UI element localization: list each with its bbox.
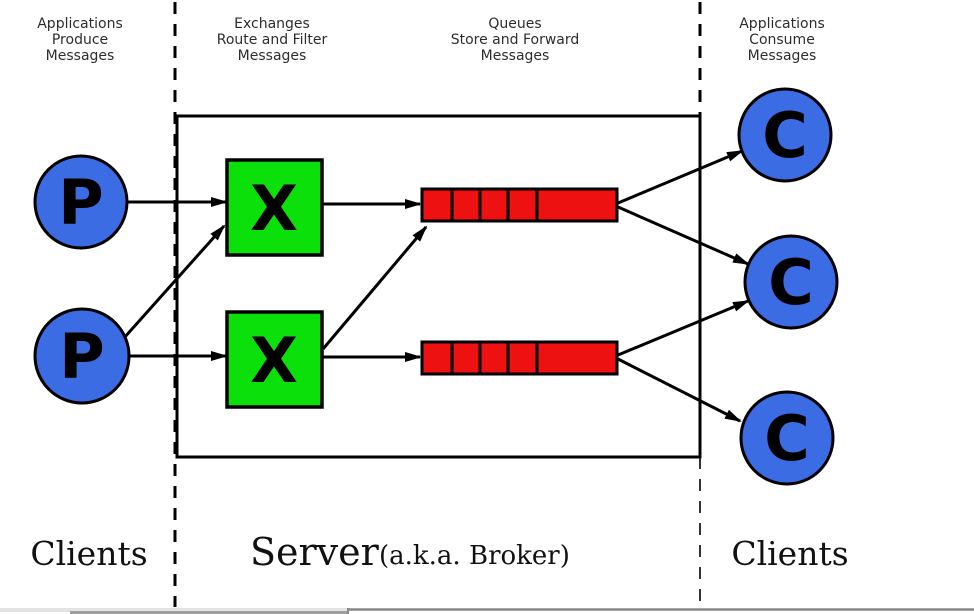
bottom-edge-left-dark-strip	[70, 611, 347, 614]
zone-label-exchanges-route: Exchanges Route and Filter Messages	[217, 16, 328, 64]
consumer-3-label: C	[764, 402, 810, 475]
consumer-1-label: C	[762, 99, 808, 172]
exchange-node-2	[225, 310, 324, 409]
zone-label-line: Store and Forward	[451, 32, 580, 48]
zone-label-line: Messages	[46, 48, 115, 64]
exchange-1-label: X	[250, 172, 298, 245]
zone-label-line: Messages	[748, 48, 817, 64]
arrow-queue1-consumer1	[617, 149, 744, 205]
zone-label-applications-consume: Applications Consume Messages	[739, 16, 825, 64]
arrow-producer2-exchange1	[122, 224, 226, 339]
arrow-queue2-consumer2	[617, 299, 750, 357]
producer-2-label: P	[59, 320, 104, 393]
bottom-edge-left-strip	[0, 608, 347, 612]
producer-node-1	[33, 154, 129, 250]
zone-label-line: Messages	[238, 48, 307, 64]
consumer-node-3	[739, 390, 835, 486]
zone-label-line: Queues	[488, 16, 541, 32]
footer-clients-left-label: Clients	[30, 534, 147, 573]
zone-label-line: Applications	[37, 16, 123, 32]
message-flow-arrows	[122, 149, 750, 423]
queue-1-body	[420, 187, 619, 223]
zone-label-line: Produce	[52, 32, 108, 48]
queue-2-body	[420, 340, 619, 376]
zone-label-line: Route and Filter	[217, 32, 328, 48]
bottom-edge-artifact	[0, 608, 974, 614]
zone-label-line: Messages	[481, 48, 550, 64]
arrow-queue1-consumer2	[617, 205, 750, 266]
queue-node-2	[420, 340, 619, 376]
zone-label-line: Exchanges	[234, 16, 310, 32]
consumer-node-2	[743, 234, 839, 330]
consumer-node-1	[737, 87, 833, 183]
footer-server-label: Server	[250, 530, 380, 574]
zone-label-queues-store: Queues Store and Forward Messages	[451, 16, 580, 64]
arrow-queue2-consumer3	[617, 357, 742, 423]
zone-label-line: Consume	[749, 32, 815, 48]
consumer-2-label: C	[768, 246, 814, 319]
exchange-node-1	[225, 158, 324, 257]
arrow-exchange2-queue1	[321, 225, 428, 350]
zone-label-line: Applications	[739, 16, 825, 32]
queue-1-segment-dividers	[450, 189, 539, 221]
queue-node-1	[420, 187, 619, 223]
producer-node-2	[33, 307, 131, 405]
zone-label-applications-produce: Applications Produce Messages	[37, 16, 123, 64]
footer-server-alias-label: (a.k.a. Broker)	[379, 541, 570, 571]
footer-clients-right-label: Clients	[731, 534, 848, 573]
queue-2-segment-dividers	[450, 342, 539, 374]
producer-1-label: P	[58, 166, 103, 239]
exchange-2-label: X	[250, 324, 298, 397]
